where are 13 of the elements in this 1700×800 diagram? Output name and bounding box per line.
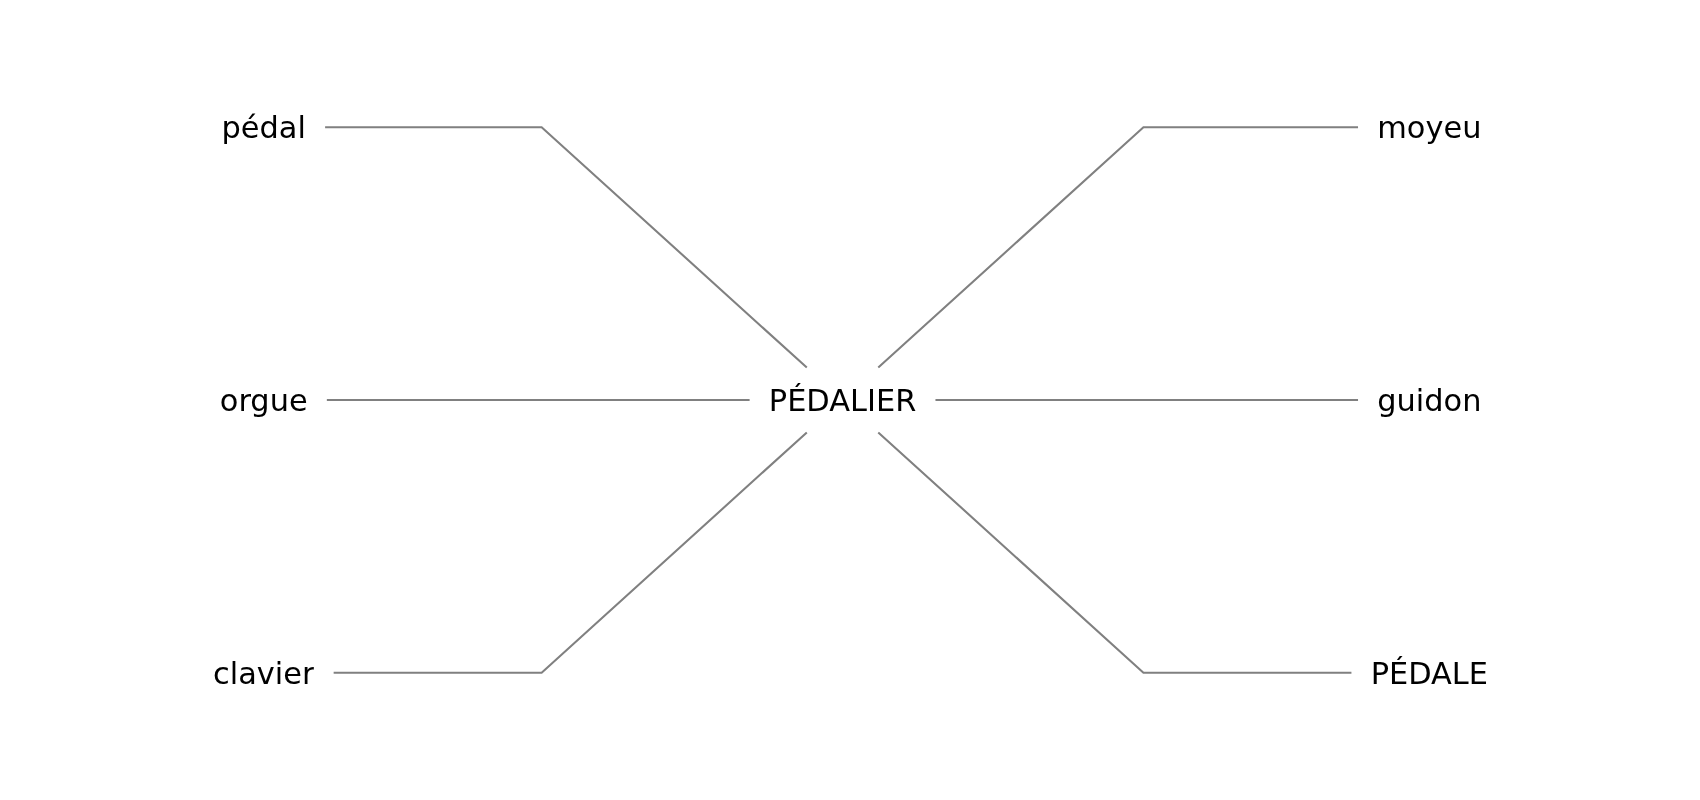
node-text: guidon: [1376, 382, 1481, 418]
node-text: moyeu: [1376, 109, 1481, 145]
connector: [333, 431, 807, 674]
node-text: clavier: [212, 654, 314, 690]
node-text: PÉDALE: [1370, 654, 1488, 690]
connector: [877, 126, 1358, 369]
node-text: orgue: [219, 382, 308, 418]
node-text: PÉDALIER: [768, 382, 916, 418]
connector: [326, 398, 750, 402]
node-text: pédal: [221, 109, 306, 145]
connector: [877, 431, 1351, 674]
connector: [324, 126, 807, 369]
connector: [934, 398, 1358, 402]
